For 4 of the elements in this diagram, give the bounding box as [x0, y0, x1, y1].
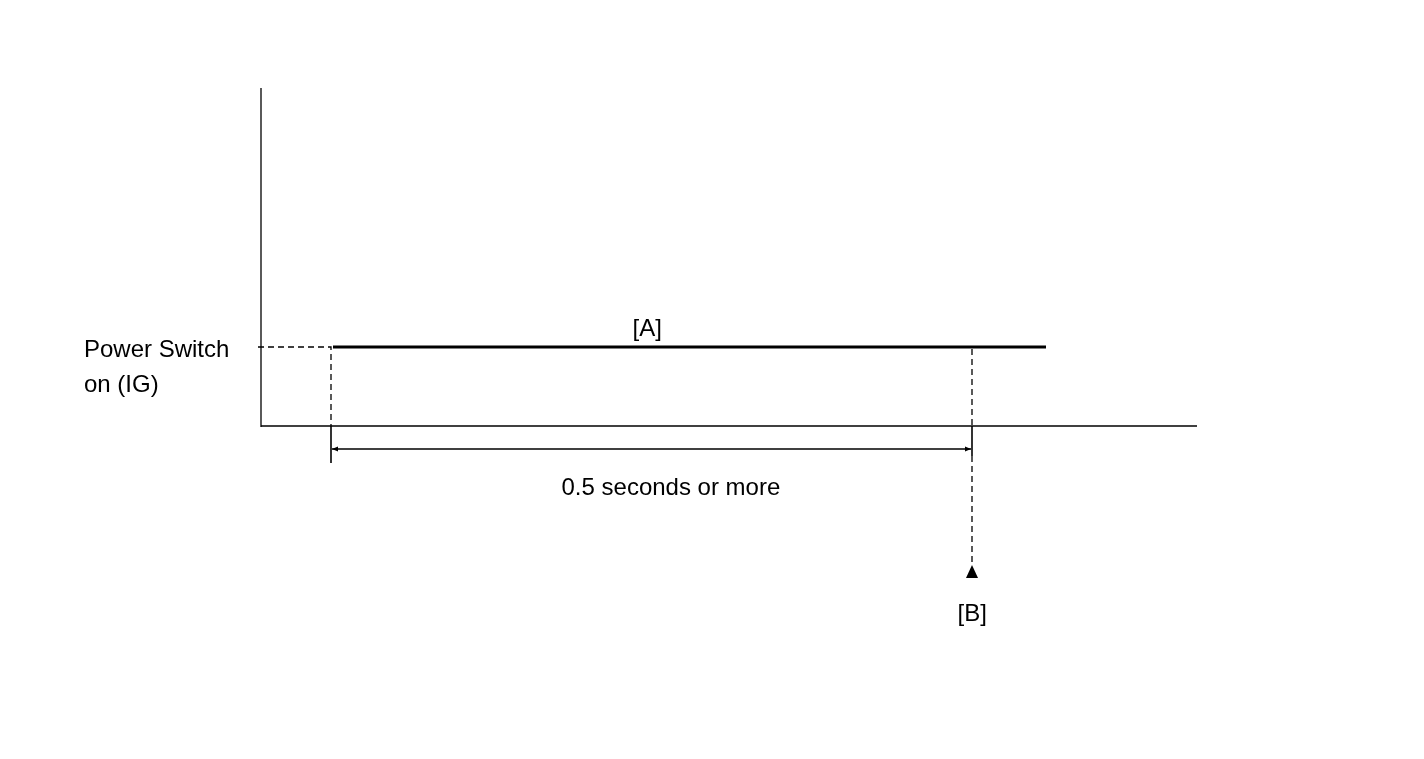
- signal-name: Power Switch on (IG): [84, 334, 231, 399]
- signal-label: [A]: [632, 313, 662, 343]
- marker-label: [B]: [957, 598, 987, 628]
- dimension-label: 0.5 seconds or more: [561, 472, 781, 502]
